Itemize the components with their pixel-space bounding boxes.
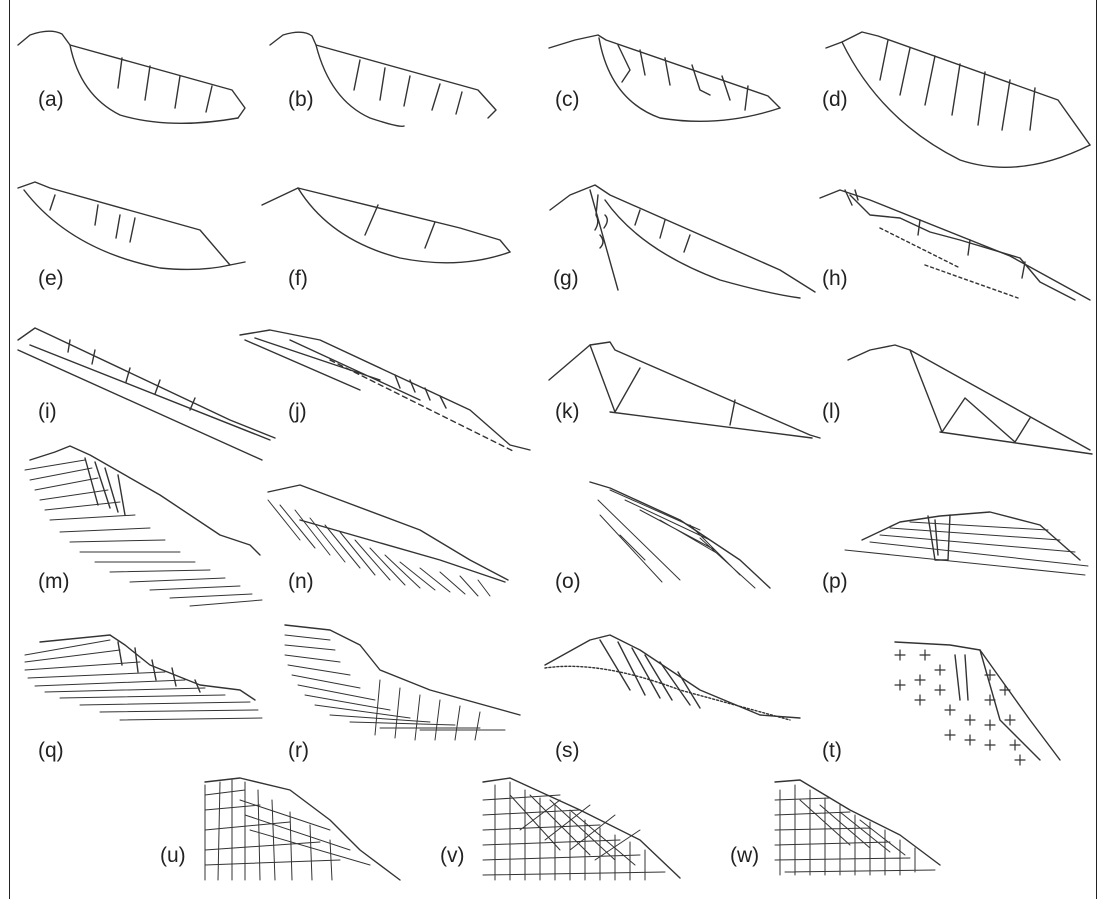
panel-v-slope [483, 778, 680, 878]
panel-j-bedding [245, 338, 420, 400]
panel-p: (p) [822, 512, 1088, 593]
panel-a: (a) [18, 31, 245, 123]
panel-c-label: (c) [555, 88, 580, 111]
panel-n-label: (n) [288, 570, 314, 593]
panel-s-label: (s) [555, 739, 580, 762]
panel-a-label: (a) [38, 88, 64, 111]
panel-i: (i) [18, 328, 275, 460]
panel-r-label: (r) [288, 739, 309, 762]
panel-f: (f) [262, 188, 510, 290]
panel-h: (h) [820, 190, 1090, 300]
panel-b: (b) [270, 32, 496, 126]
panel-t-label: (t) [822, 739, 842, 762]
panel-d-slope [826, 32, 1090, 145]
panel-m-cracks [85, 458, 125, 515]
panel-n: (n) [268, 485, 508, 596]
panel-c-slope [549, 35, 780, 108]
panel-b-label: (b) [288, 88, 314, 111]
panel-e-cracks [50, 195, 135, 242]
panel-h-slope [820, 190, 1090, 300]
panel-i-label: (i) [38, 400, 57, 423]
panel-s-slope [545, 635, 800, 718]
panel-f-slope [262, 188, 510, 252]
panel-h-label: (h) [822, 267, 848, 290]
panel-e-slope [18, 182, 245, 265]
panel-e-label: (e) [38, 267, 64, 290]
panel-q-label: (q) [38, 739, 64, 762]
panel-r: (r) [285, 625, 520, 762]
panel-k: (k) [549, 342, 820, 438]
panel-v: (v) [440, 778, 680, 880]
panel-g-slope [550, 185, 815, 292]
panel-k-base [610, 412, 812, 438]
panel-h-dashed-surface [880, 228, 1018, 298]
panel-k-label: (k) [555, 400, 580, 423]
panel-p-label: (p) [822, 570, 848, 593]
panel-j-label: (j) [288, 400, 307, 423]
panel-g-label: (g) [553, 267, 579, 290]
panel-o-label: (o) [555, 570, 581, 593]
panel-t-crosses [895, 650, 1025, 765]
panel-n-slope [268, 485, 508, 580]
panel-l-label: (l) [822, 400, 841, 423]
panel-v-label: (v) [440, 844, 465, 867]
panel-t-dike [955, 655, 968, 700]
panel-e: (e) [18, 182, 245, 290]
panel-f-cracks [365, 205, 435, 248]
panel-c-cracks [618, 45, 748, 110]
panel-a-cracks [118, 58, 212, 112]
panel-l: (l) [822, 345, 1092, 454]
panel-n-surface [300, 520, 505, 582]
panel-l-slope [848, 345, 1090, 450]
panel-o: (o) [555, 482, 770, 593]
panel-w-label: (w) [730, 844, 759, 867]
panel-c: (c) [549, 35, 780, 121]
panel-c-slip-surface [599, 38, 780, 121]
panel-o-layers [598, 490, 755, 588]
panel-b-cracks [354, 60, 462, 114]
panel-t-base [980, 650, 1040, 760]
panel-r-layers [285, 635, 505, 730]
panel-q-layers [25, 640, 262, 720]
panel-u-grid-vertical [205, 780, 332, 880]
panel-d-slip-surface [842, 42, 1090, 167]
panel-k-block-lines [590, 345, 735, 425]
panel-l-block-lines [910, 350, 1030, 442]
panel-m-label: (m) [38, 570, 69, 593]
panel-o-slope [590, 482, 770, 588]
panel-q-slope [40, 635, 255, 700]
panel-u-slope [205, 778, 400, 880]
panel-g: (g) [550, 185, 815, 298]
panel-i-cracks [68, 340, 195, 410]
panel-m-slope [30, 446, 260, 555]
panel-u-grid-horizontal [205, 790, 370, 865]
panel-s: (s) [545, 635, 800, 762]
panel-f-label: (f) [288, 267, 308, 290]
panel-f-slip-surface [298, 188, 510, 263]
panel-d-cracks [880, 40, 1035, 130]
panel-g-fault [590, 190, 618, 290]
panel-l-base [940, 432, 1092, 454]
panel-u: (u) [160, 778, 400, 880]
panel-t: (t) [822, 642, 1060, 765]
panel-d: (d) [822, 32, 1090, 167]
panel-m: (m) [25, 446, 262, 606]
panel-v-mesh [483, 782, 665, 880]
panel-j-dashed-surface [330, 360, 515, 452]
panel-s-cracks [600, 640, 700, 708]
panel-w: (w) [730, 780, 940, 875]
panel-p-graben [928, 515, 950, 560]
panel-w-mesh [775, 785, 935, 875]
panel-g-slip-surface [605, 200, 800, 298]
panel-h-blocks [850, 195, 1075, 300]
panel-q: (q) [25, 635, 262, 762]
panel-p-layers [845, 522, 1088, 575]
panel-j: (j) [240, 330, 530, 452]
panel-d-label: (d) [822, 88, 848, 111]
panel-k-slope [549, 342, 820, 438]
panel-u-label: (u) [160, 844, 186, 867]
